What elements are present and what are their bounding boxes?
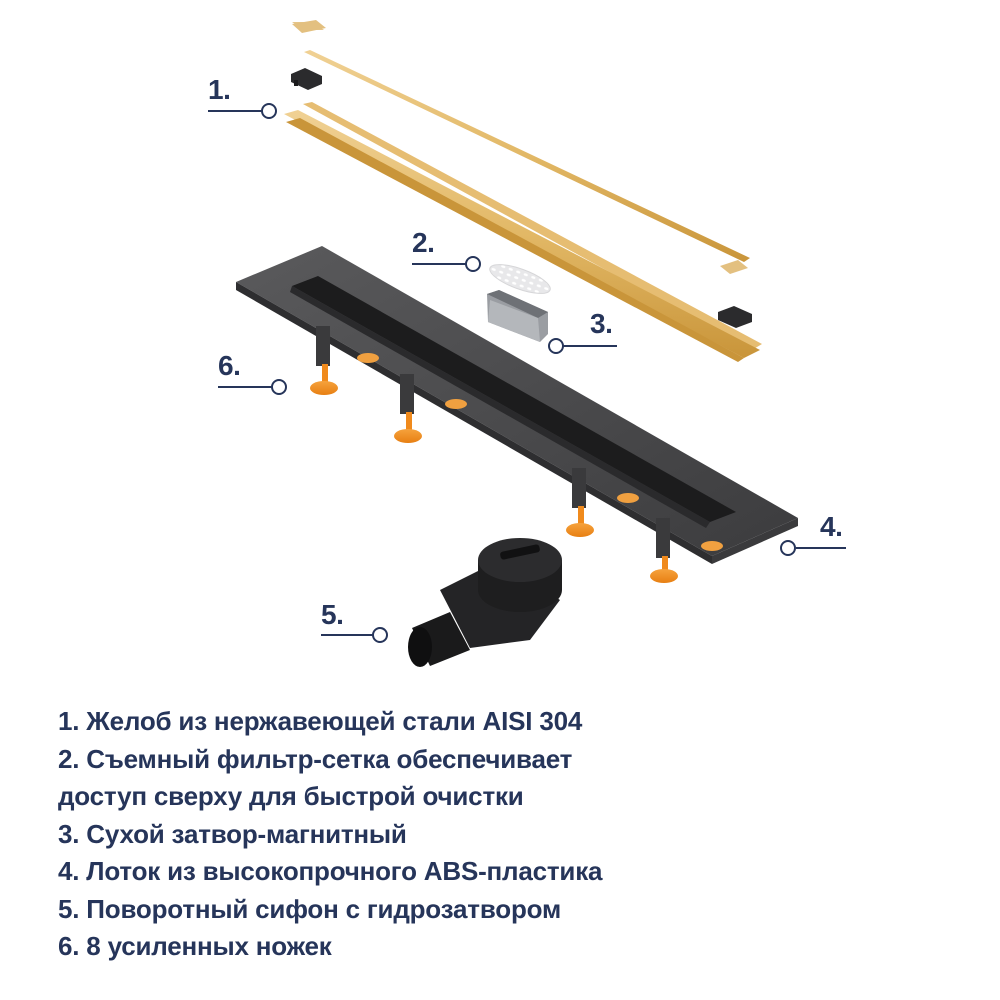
legend-item-2: 2. Съемный фильтр-сетка обеспечивает bbox=[58, 743, 573, 774]
leg bbox=[310, 326, 379, 395]
legend-item-6: 6. 8 усиленных ножек bbox=[58, 931, 332, 961]
callout-markers bbox=[208, 103, 846, 643]
legend-item-3: 3. Сухой затвор-магнитный bbox=[58, 818, 407, 849]
callout-3: 3. bbox=[590, 308, 613, 339]
callout-6: 6. bbox=[218, 350, 241, 381]
callout-1: 1. bbox=[208, 74, 231, 105]
leg bbox=[650, 518, 723, 583]
siphon bbox=[408, 538, 562, 667]
gold-channel-parts bbox=[284, 20, 762, 362]
filter-mesh bbox=[489, 264, 551, 294]
callout-4: 4. bbox=[820, 511, 843, 542]
drain-illustration bbox=[208, 20, 846, 667]
support-legs bbox=[310, 326, 723, 583]
legend-item-2-cont: доступ сверху для быстрой очистки bbox=[58, 781, 524, 811]
legend-item-4: 4. Лоток из высокопрочного ABS-пластика bbox=[58, 856, 603, 886]
callout-2: 2. bbox=[412, 227, 435, 258]
leg bbox=[394, 374, 467, 443]
legend-item-5: 5. Поворотный сифон с гидрозатвором bbox=[58, 893, 561, 924]
abs-tray bbox=[236, 246, 798, 564]
parts-legend: 1. Желоб из нержавеющей стали AISI 304 2… bbox=[58, 703, 958, 966]
legend-item-1: 1. Желоб из нержавеющей стали AISI 304 bbox=[58, 706, 583, 736]
callout-5: 5. bbox=[321, 599, 344, 630]
leg bbox=[566, 468, 639, 537]
exploded-diagram: 1. 2. 3. 4. 5. 6. bbox=[208, 20, 846, 667]
black-clip-bottom bbox=[718, 306, 752, 328]
black-clip-top bbox=[291, 68, 322, 90]
dry-trap bbox=[487, 290, 548, 342]
